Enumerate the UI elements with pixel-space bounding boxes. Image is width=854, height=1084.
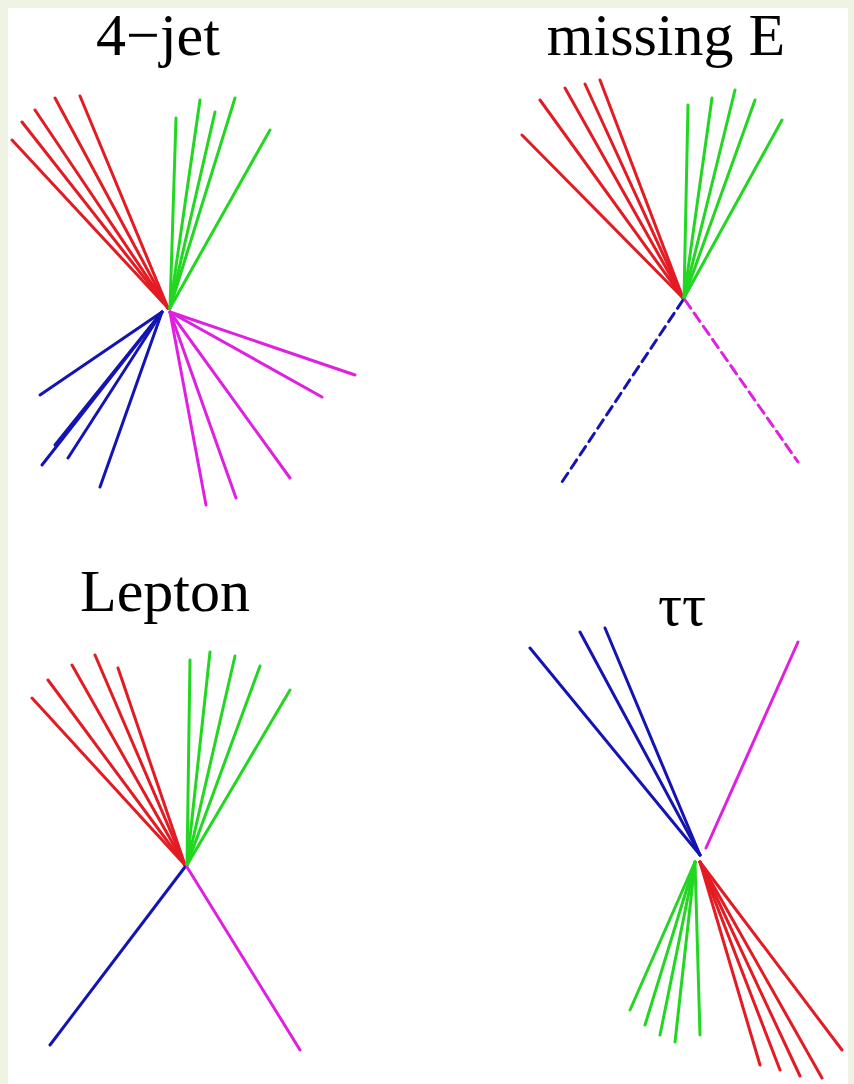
jet-green xyxy=(187,652,290,865)
lepton-track xyxy=(50,867,185,1045)
jet-red xyxy=(32,655,185,865)
jet-green xyxy=(170,98,270,308)
panel-ground xyxy=(8,8,848,1084)
panel-label-holder: missing E xyxy=(547,2,785,68)
tau-red xyxy=(700,862,842,1078)
lepton-track xyxy=(187,867,300,1050)
panel-label: 4−jet xyxy=(96,2,220,68)
jet-blue xyxy=(40,312,162,487)
panel-label: ττ xyxy=(658,572,706,638)
panel-label-holder: Lepton xyxy=(80,558,250,624)
panel-label-holder: 4−jet xyxy=(96,2,220,68)
panel-label: Lepton xyxy=(80,558,250,624)
jet-red xyxy=(12,96,168,308)
tau-green xyxy=(630,862,700,1042)
jet-red xyxy=(522,80,683,298)
panel-label: missing E xyxy=(547,2,785,68)
tau-blue xyxy=(530,628,700,855)
jet-magenta xyxy=(170,312,355,505)
missing-track xyxy=(560,300,683,485)
missing-track xyxy=(685,300,798,462)
jet-green xyxy=(684,90,782,298)
tau-magenta xyxy=(706,642,798,848)
panel-label-holder: ττ xyxy=(658,572,706,638)
